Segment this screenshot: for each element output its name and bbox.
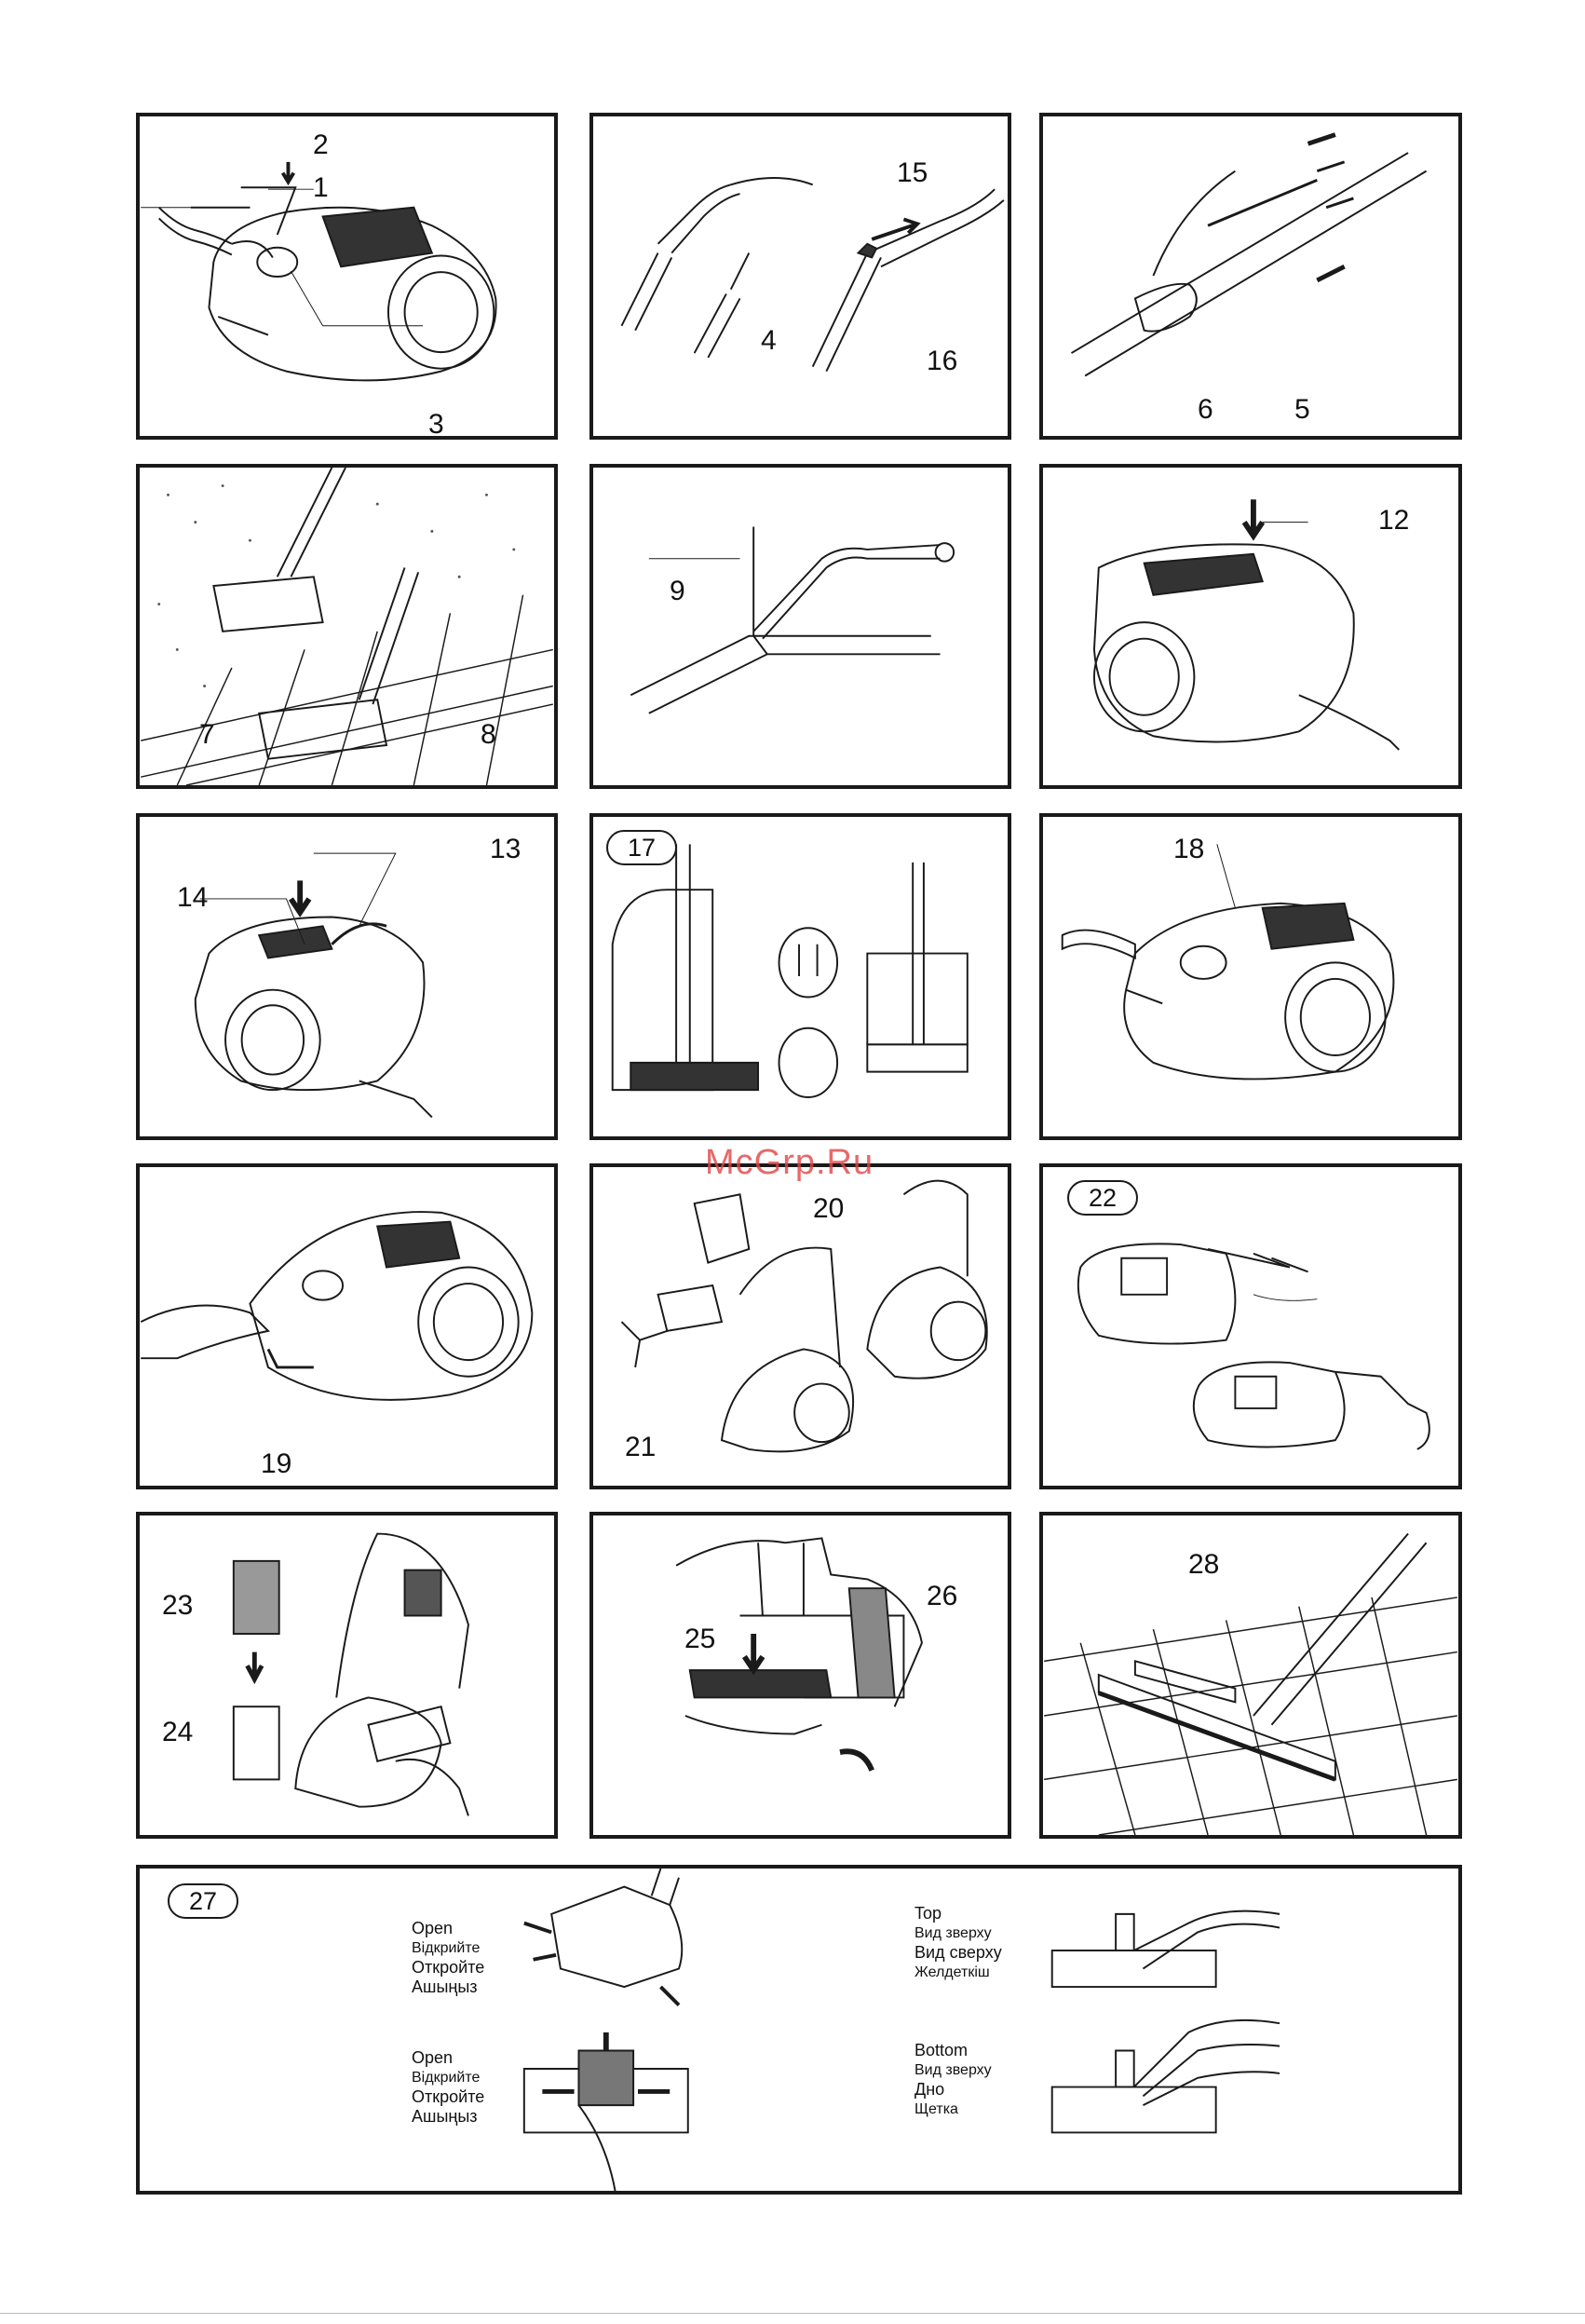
figure-panel-2: 15 4 16 [589,113,1011,440]
label-16: 16 [927,347,957,375]
telescopic-tube-illustration [593,116,1008,436]
figure-number-17: 17 [606,830,677,865]
label-12: 12 [1378,507,1409,535]
vacuum-hose-attach-illustration [140,116,554,436]
bottom-ru: Дно [914,2080,992,2100]
crevice-tool-illustration [593,468,1008,785]
open-en: Open [412,1919,484,1938]
top-view-label: Top Вид зверху Вид сверху Желдеткіш [914,1904,1002,1982]
power-control-illustration [140,817,554,1136]
figure-panel-12: 22 [1039,1163,1462,1489]
figure-panel-10: 19 [136,1163,558,1489]
label-18: 18 [1173,836,1204,863]
figure-panel-8: 17 [589,813,1011,1140]
label-19: 19 [261,1450,291,1478]
page-bottom-rule [0,2313,1585,2314]
figure-panel-14: 26 25 [589,1512,1011,1839]
open-label-top: Open Відкрийте Откройте Ашыңыз [412,1919,484,1997]
figure-panel-9: 18 [1039,813,1462,1140]
figure-panel-11: 20 21 [589,1163,1011,1489]
label-3: 3 [428,411,444,439]
top-en: Top [914,1904,1002,1923]
open-ru-2: Откройте [412,2087,484,2107]
figure-panel-4: 7 8 [136,464,558,789]
open-kk: Ашыңыз [412,1977,484,1997]
figure-panel-6: 12 [1039,464,1462,789]
turbo-brush-cleaning-illustration [140,1869,1458,2191]
label-9: 9 [670,578,685,605]
label-20: 20 [813,1195,844,1223]
label-23: 23 [162,1592,193,1620]
label-6: 6 [1198,396,1213,424]
motor-filter-illustration [140,1515,554,1835]
bottom-view-label: Bottom Вид зверху Дно Щетка [914,2041,992,2119]
label-28: 28 [1188,1551,1219,1579]
label-1: 1 [313,174,329,202]
figure-number-22: 22 [1067,1180,1138,1216]
figure-panel-3: 6 5 [1039,113,1462,440]
label-8: 8 [481,721,496,749]
open-kk-2: Ашыңыз [412,2107,484,2127]
top-ru: Вид сверху [914,1943,1002,1963]
label-21: 21 [625,1434,656,1461]
label-7: 7 [199,721,215,749]
label-15: 15 [897,159,928,187]
full-indicator-illustration [1043,817,1458,1136]
label-2: 2 [313,131,329,159]
bottom-kk: Щетка [914,2100,992,2119]
top-uk: Вид зверху [914,1923,1002,1943]
open-uk: Відкрийте [412,1938,484,1958]
figure-panel-15: 28 [1039,1512,1462,1839]
open-label-bottom: Open Відкрийте Откройте Ашыңыз [412,2048,484,2127]
open-en-2: Open [412,2048,484,2068]
top-kk: Желдеткіш [914,1963,1002,1982]
label-5: 5 [1294,396,1310,424]
label-14: 14 [177,884,208,912]
figure-panel-5: 9 [589,464,1011,789]
parquet-brush-illustration [1043,1515,1458,1835]
label-25: 25 [684,1625,715,1653]
open-uk-2: Відкрийте [412,2068,484,2087]
label-26: 26 [927,1583,957,1610]
bottom-uk: Вид зверху [914,2060,992,2080]
tube-length-adjust-illustration [1043,116,1458,436]
label-13: 13 [490,836,521,863]
figure-panel-1: 2 1 3 [136,113,558,440]
figure-number-27: 27 [168,1883,238,1919]
bottom-en: Bottom [914,2041,992,2060]
label-24: 24 [162,1719,193,1746]
exhaust-filter-illustration [593,1515,1008,1835]
figure-panel-7: 14 13 [136,813,558,1140]
figure-panel-13: 23 24 [136,1512,558,1839]
carry-handle-illustration [140,1167,554,1486]
figure-panel-27: 27 Open Відкрийте Откройте Ашыңыз Open В… [136,1865,1462,2195]
label-4: 4 [761,327,777,355]
watermark: McGrp.Ru [705,1143,874,1183]
open-ru: Откройте [412,1958,484,1977]
